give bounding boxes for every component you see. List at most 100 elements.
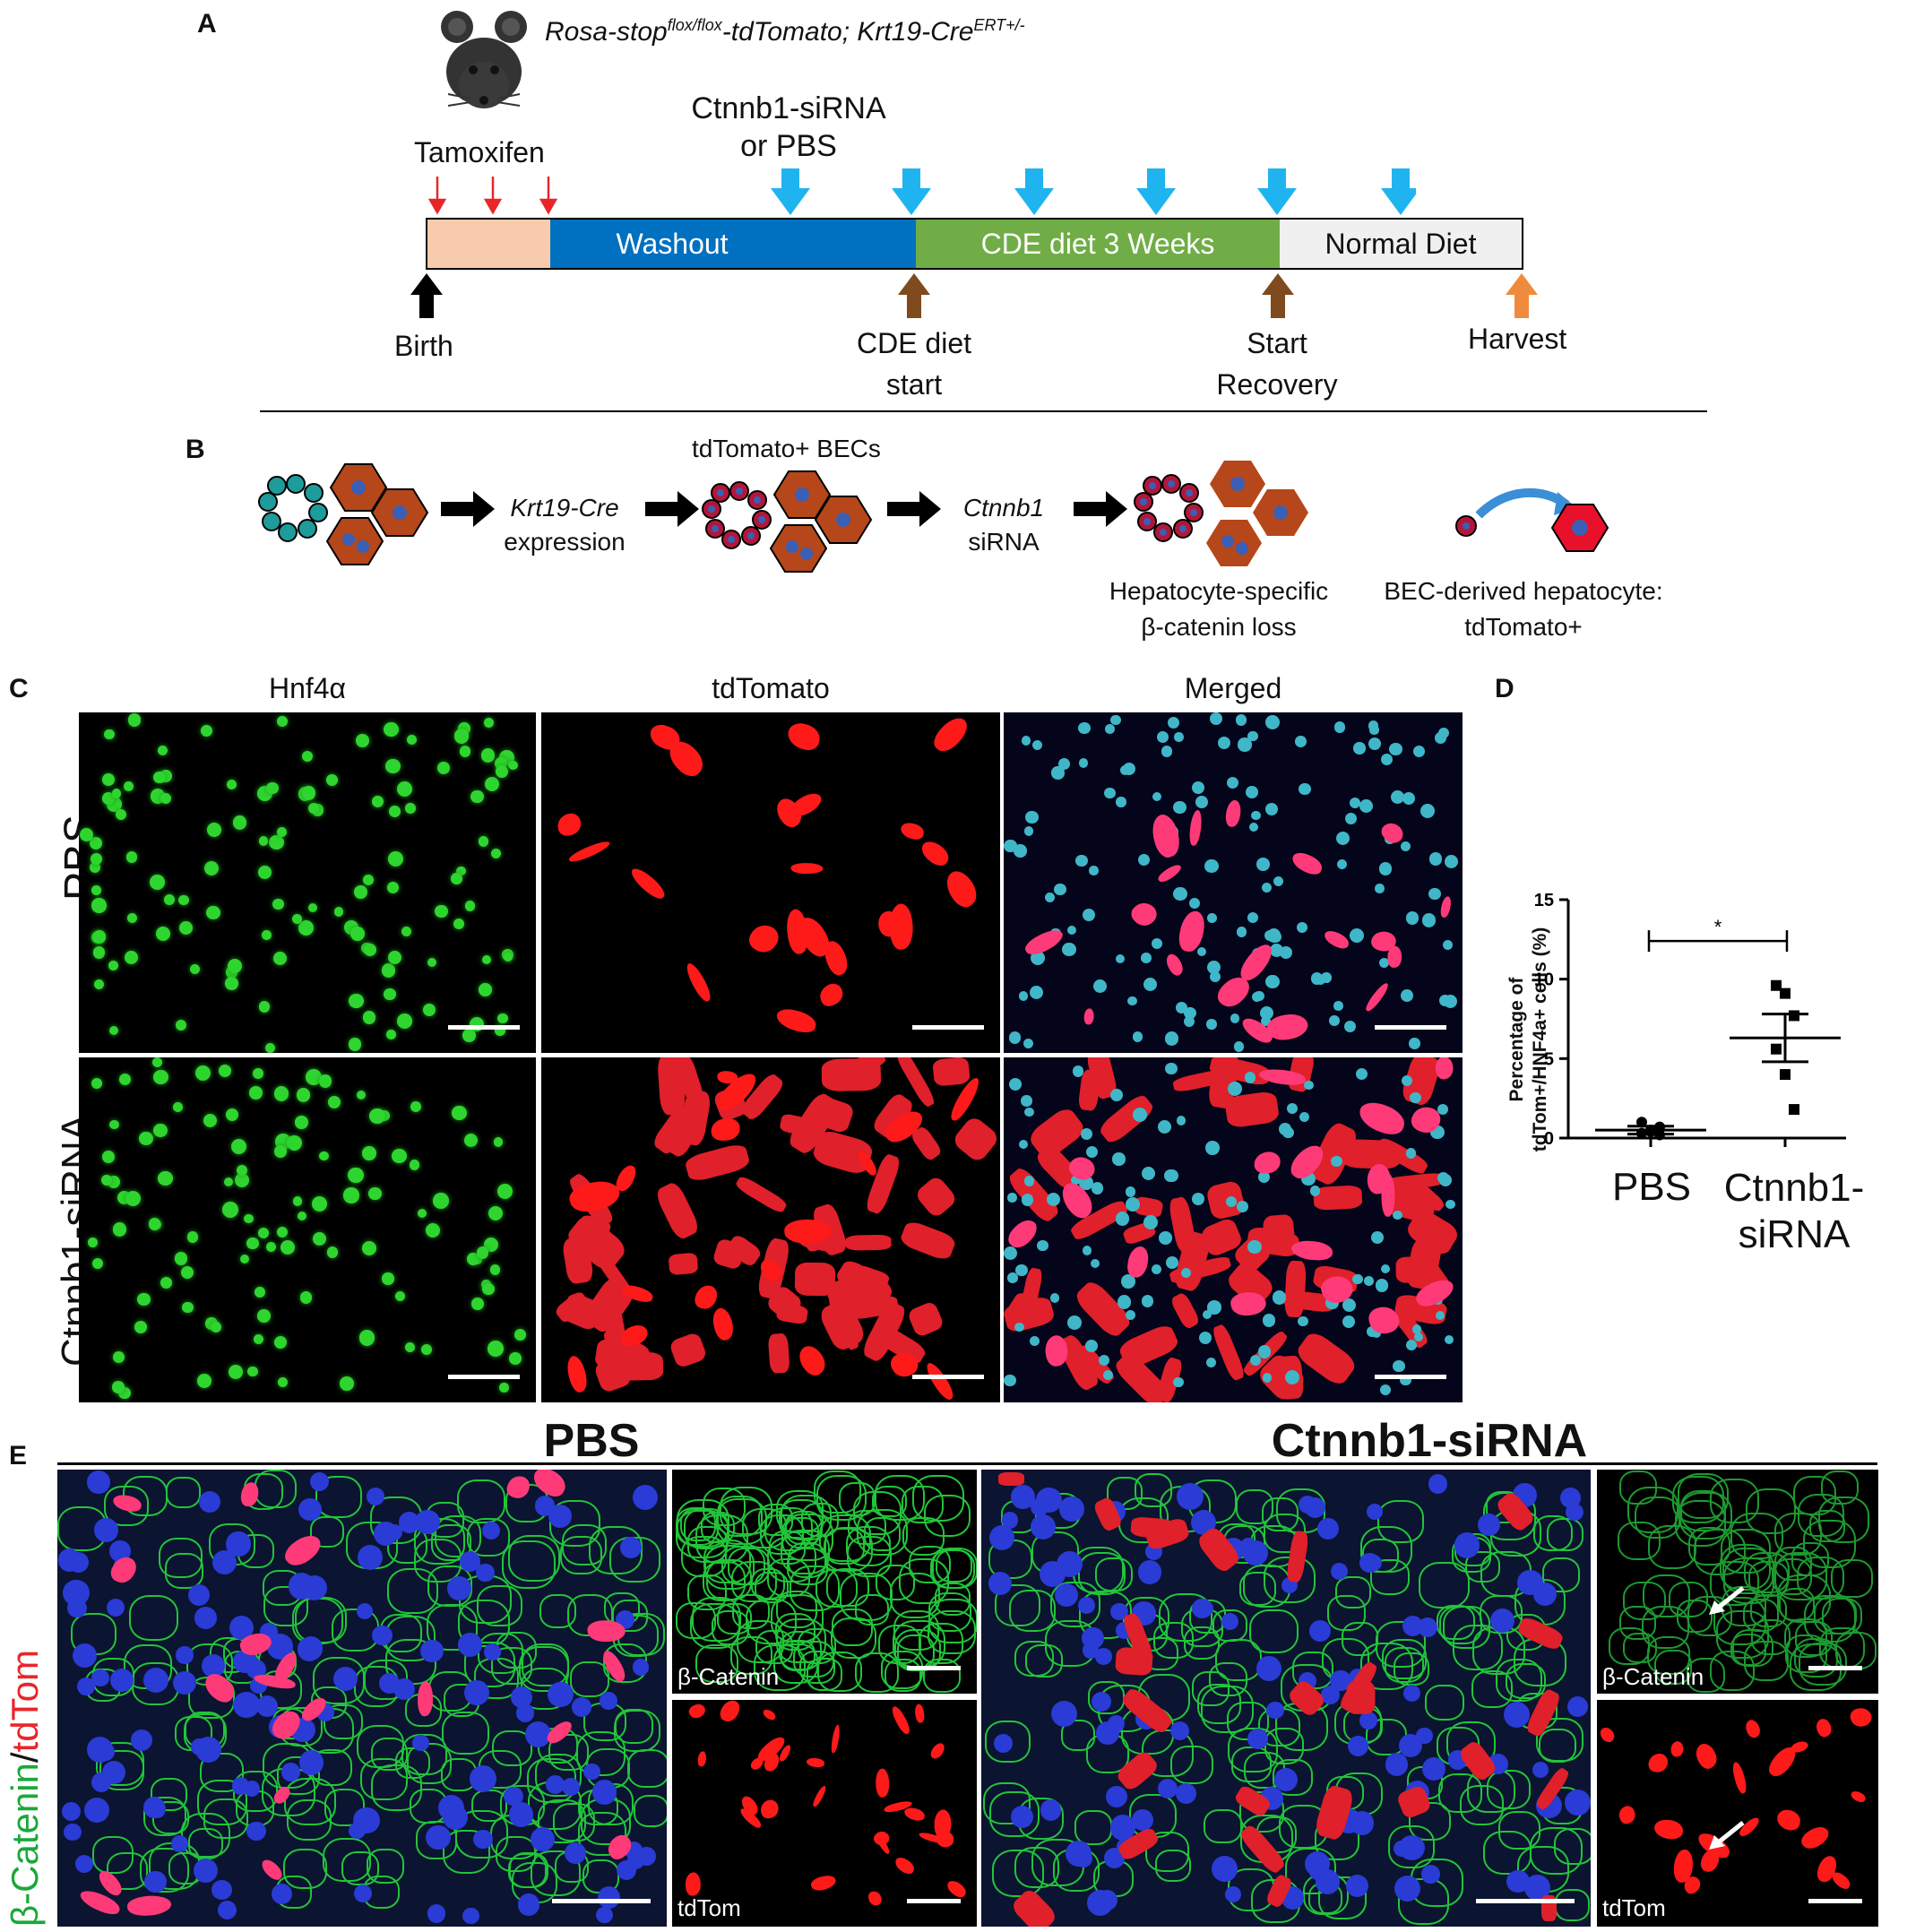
nucleus [302, 1574, 327, 1600]
nucleus [72, 1643, 97, 1668]
nucleus [1264, 930, 1276, 942]
nucleus [1235, 713, 1247, 726]
nucleus [1400, 841, 1411, 852]
cell-membrane [589, 1525, 643, 1575]
nucleus [1091, 1182, 1104, 1195]
nucleus [1393, 1359, 1405, 1373]
nucleus [1142, 1167, 1156, 1181]
nucleus [219, 1065, 232, 1078]
nucleus [1305, 1850, 1331, 1877]
labeled-cell [918, 838, 954, 870]
d-xlabel-pbs: PBS [1611, 1165, 1692, 1209]
nucleus [79, 827, 94, 841]
nucleus [378, 1672, 401, 1695]
nucleus [1336, 858, 1347, 869]
e-side-label: β-Catenin/tdTom [4, 1650, 46, 1927]
labeled-cell [1156, 861, 1184, 885]
nucleus [410, 1101, 421, 1113]
nucleus [1106, 1786, 1127, 1808]
scale-bar [1476, 1899, 1575, 1903]
nucleus [1260, 1015, 1271, 1027]
nucleus [1435, 1310, 1445, 1321]
cell-membrane [1424, 1685, 1464, 1721]
nucleus [91, 1669, 109, 1687]
nucleus [291, 913, 303, 925]
labeled-cell [767, 1333, 790, 1374]
nucleus [127, 913, 138, 924]
nucleus [93, 946, 106, 959]
nucleus [1110, 714, 1121, 725]
nucleus [1385, 1753, 1409, 1776]
nucleus [548, 1681, 574, 1707]
nucleus [1177, 1483, 1204, 1510]
data-point [1771, 1043, 1782, 1055]
nucleus [1054, 884, 1066, 896]
nucleus [1059, 1496, 1084, 1522]
nucleus [388, 850, 404, 867]
labeled-cell [806, 1757, 824, 1768]
y-tick-label: 15 [1534, 891, 1554, 910]
cell-membrane [323, 1838, 371, 1882]
cell-membrane [1750, 1593, 1788, 1627]
nucleus [597, 1885, 621, 1909]
significance-label: * [1714, 916, 1722, 938]
col-header-hnf4a: Hnf4α [268, 672, 347, 704]
cell-membrane [1643, 1574, 1691, 1618]
nucleus [1353, 742, 1366, 755]
nucleus [272, 899, 284, 910]
micrograph-e-sirna-tdtom [1597, 1700, 1878, 1927]
labeled-cell [1188, 809, 1204, 847]
cell-membrane [701, 1512, 736, 1544]
labeled-cell [1396, 1256, 1429, 1284]
nucleus [372, 796, 384, 807]
cell-membrane [1453, 1624, 1504, 1670]
nucleus [1096, 1890, 1117, 1911]
nucleus [217, 1900, 237, 1919]
nucleus [1207, 913, 1217, 924]
nucleus [1117, 1295, 1131, 1309]
nucleus [298, 1749, 324, 1775]
labeled-cell [126, 1893, 173, 1919]
nucleus [1406, 1340, 1418, 1350]
nucleus [211, 1322, 222, 1333]
labeled-cell [1083, 1008, 1094, 1025]
nucleus [422, 1003, 436, 1016]
cell-membrane [1480, 1594, 1523, 1634]
nucleus [1298, 1496, 1316, 1514]
nucleus [511, 1686, 533, 1708]
nucleus [1254, 991, 1264, 1002]
labeled-cell [940, 866, 983, 911]
divider-a-b [260, 410, 1707, 412]
nucleus [203, 860, 219, 875]
nucleus [1092, 1691, 1112, 1712]
bec-derived-hepatocyte-caption: BEC-derived hepatocyte:tdTomato+ [1384, 577, 1663, 641]
nucleus [1099, 1354, 1109, 1366]
nucleus [1256, 1656, 1281, 1682]
segment-cde-diet: CDE diet 3 Weeks [916, 220, 1281, 268]
nucleus [1331, 1563, 1349, 1581]
nucleus [497, 1013, 508, 1024]
nucleus [1089, 866, 1099, 875]
nucleus [481, 1282, 495, 1296]
nucleus [442, 1804, 469, 1831]
nucleus [1364, 1275, 1375, 1286]
cell-membrane [928, 1592, 972, 1633]
col-header-merged: Merged [1184, 672, 1282, 704]
cell-membrane [1359, 1525, 1412, 1574]
nucleus [1057, 1550, 1083, 1577]
labeled-cell [1385, 945, 1402, 969]
nucleus [256, 1308, 271, 1323]
nucleus [1403, 1685, 1421, 1703]
nucleus [459, 746, 471, 757]
nucleus [481, 748, 496, 763]
nucleus [187, 1583, 210, 1606]
cell-membrane [1799, 1642, 1847, 1686]
cell-membrane [457, 1479, 506, 1523]
cell-membrane [166, 1476, 202, 1509]
nucleus [236, 1164, 247, 1176]
nucleus [452, 1105, 467, 1121]
nucleus [200, 724, 212, 737]
nucleus [124, 781, 134, 791]
